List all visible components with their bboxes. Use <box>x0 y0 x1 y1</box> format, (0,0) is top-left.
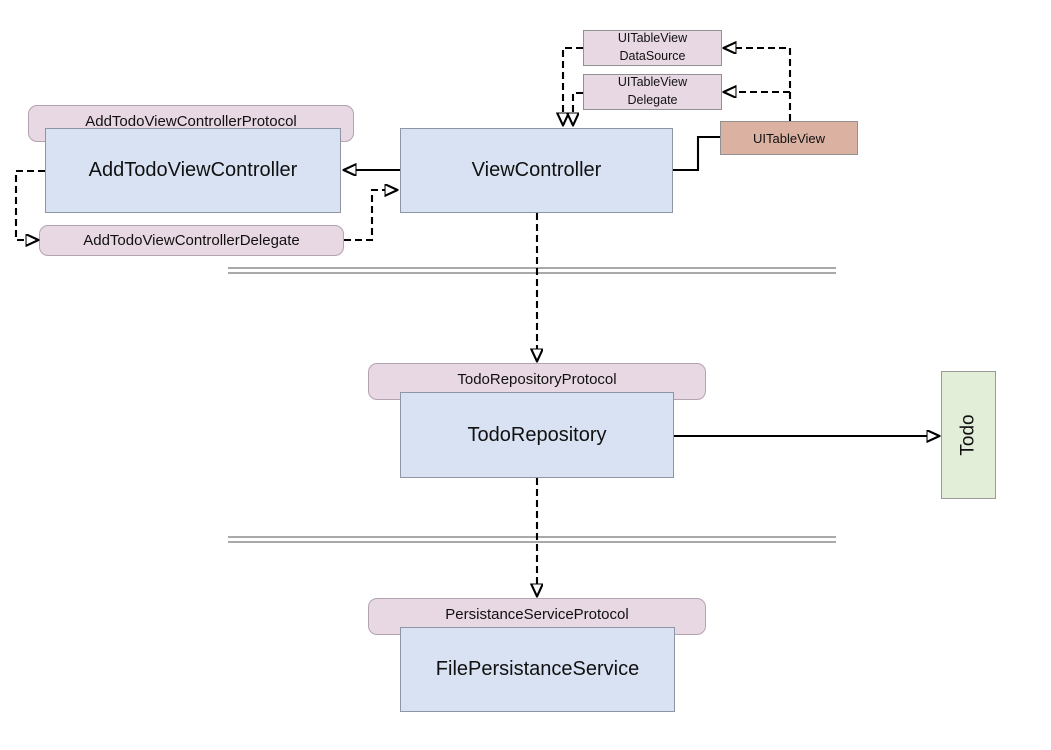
node-label-line2: DataSource <box>619 49 686 63</box>
node-todorepository: TodoRepository <box>400 392 674 478</box>
node-label: TodoRepositoryProtocol <box>457 371 617 388</box>
edge-addtodoviewcontrollerdelegate-to-viewcontroller <box>344 190 385 242</box>
node-label: ViewController <box>471 159 602 181</box>
node-label: TodoRepository <box>467 423 607 446</box>
node-uitableviewdelegate: UITableView Delegate <box>583 74 722 110</box>
edge-viewcontroller-to-uitableview <box>673 135 720 172</box>
node-uitableviewdatasource: UITableView DataSource <box>583 30 722 66</box>
edge-uitableviewdatasource-to-viewcontroller <box>563 46 583 113</box>
node-viewcontroller: ViewController <box>400 128 673 213</box>
node-addtodoviewcontrollerdelegate: AddTodoViewControllerDelegate <box>39 225 344 256</box>
node-label: AddTodoViewController <box>88 159 298 181</box>
node-label: AddTodoViewControllerProtocol <box>85 113 297 130</box>
node-addtodoviewcontroller: AddTodoViewController <box>45 128 341 213</box>
node-todo: Todo <box>941 371 996 499</box>
node-label-line1: UITableView <box>617 75 688 90</box>
node-label: AddTodoViewControllerDelegate <box>83 232 300 249</box>
node-filepersistanceservice: FilePersistanceService <box>400 627 675 712</box>
edge-uitableviewdelegate-to-viewcontroller <box>573 91 583 113</box>
layer-separator-bottom <box>228 536 836 543</box>
node-label-line1: UITableView <box>617 31 688 46</box>
node-label-line2: Delegate <box>627 93 678 107</box>
node-label: PersistanceServiceProtocol <box>445 606 629 623</box>
edge-uitableview-to-uitableviewdatasource <box>736 48 792 121</box>
node-label: Todo <box>957 414 979 456</box>
layer-separator-top <box>228 267 836 274</box>
node-uitableview: UITableView <box>720 121 858 155</box>
node-label: UITableView <box>752 130 826 146</box>
node-label: FilePersistanceService <box>435 658 640 680</box>
